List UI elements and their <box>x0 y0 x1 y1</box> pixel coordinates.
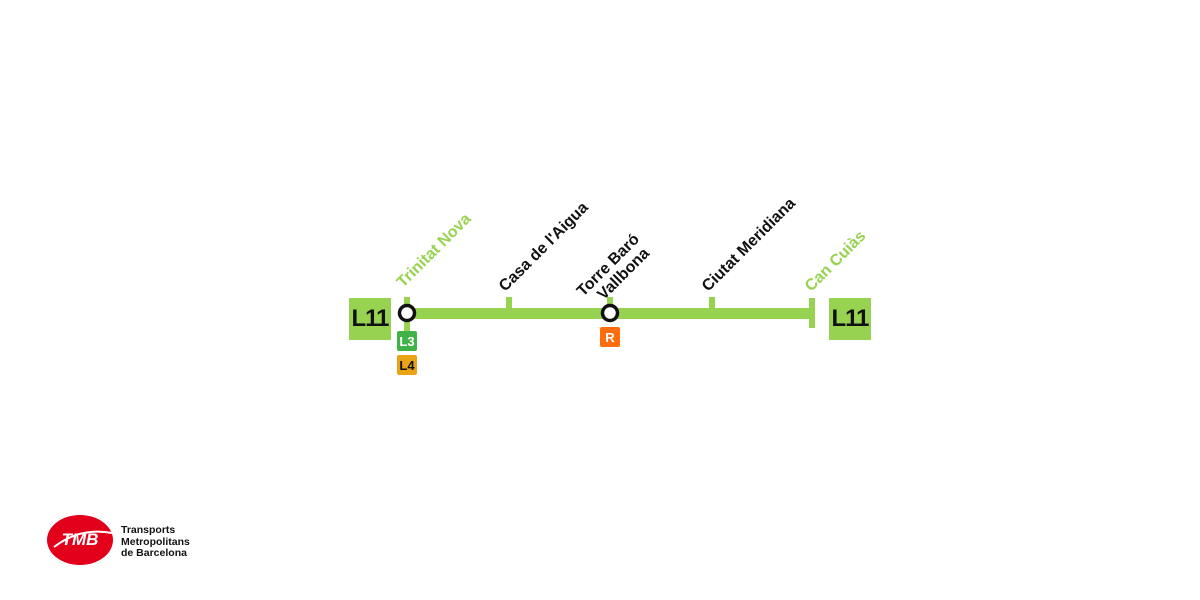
connector-trinitat-nova <box>404 319 410 331</box>
connection-badge-rodalies: R <box>600 327 620 347</box>
brand-name-line-2: Metropolitans <box>121 535 190 548</box>
connection-badge-l3: L3 <box>397 331 417 351</box>
line-badge-end: L11 <box>829 298 871 340</box>
terminal-bar-can-cuias <box>809 298 815 328</box>
tick-casa-de-laigua <box>506 297 512 309</box>
tmb-logo-text: TMB <box>62 530 99 549</box>
brand-name-line-3: de Barcelona <box>121 547 187 559</box>
tick-trinitat-nova <box>404 297 410 309</box>
connection-badge-l4: L4 <box>397 355 417 375</box>
station-marker-trinitat-nova <box>397 303 417 323</box>
tmb-logo-icon: TMB <box>47 515 113 565</box>
tmb-brand-name: Transports Metropolitans de Barcelona <box>121 524 190 560</box>
tick-torre-baro <box>607 297 613 309</box>
line-badge-start: L11 <box>349 298 391 340</box>
tick-ciutat-meridiana <box>709 297 715 309</box>
brand-name-line-1: Transports <box>121 524 176 536</box>
station-marker-torre-baro <box>600 303 620 323</box>
